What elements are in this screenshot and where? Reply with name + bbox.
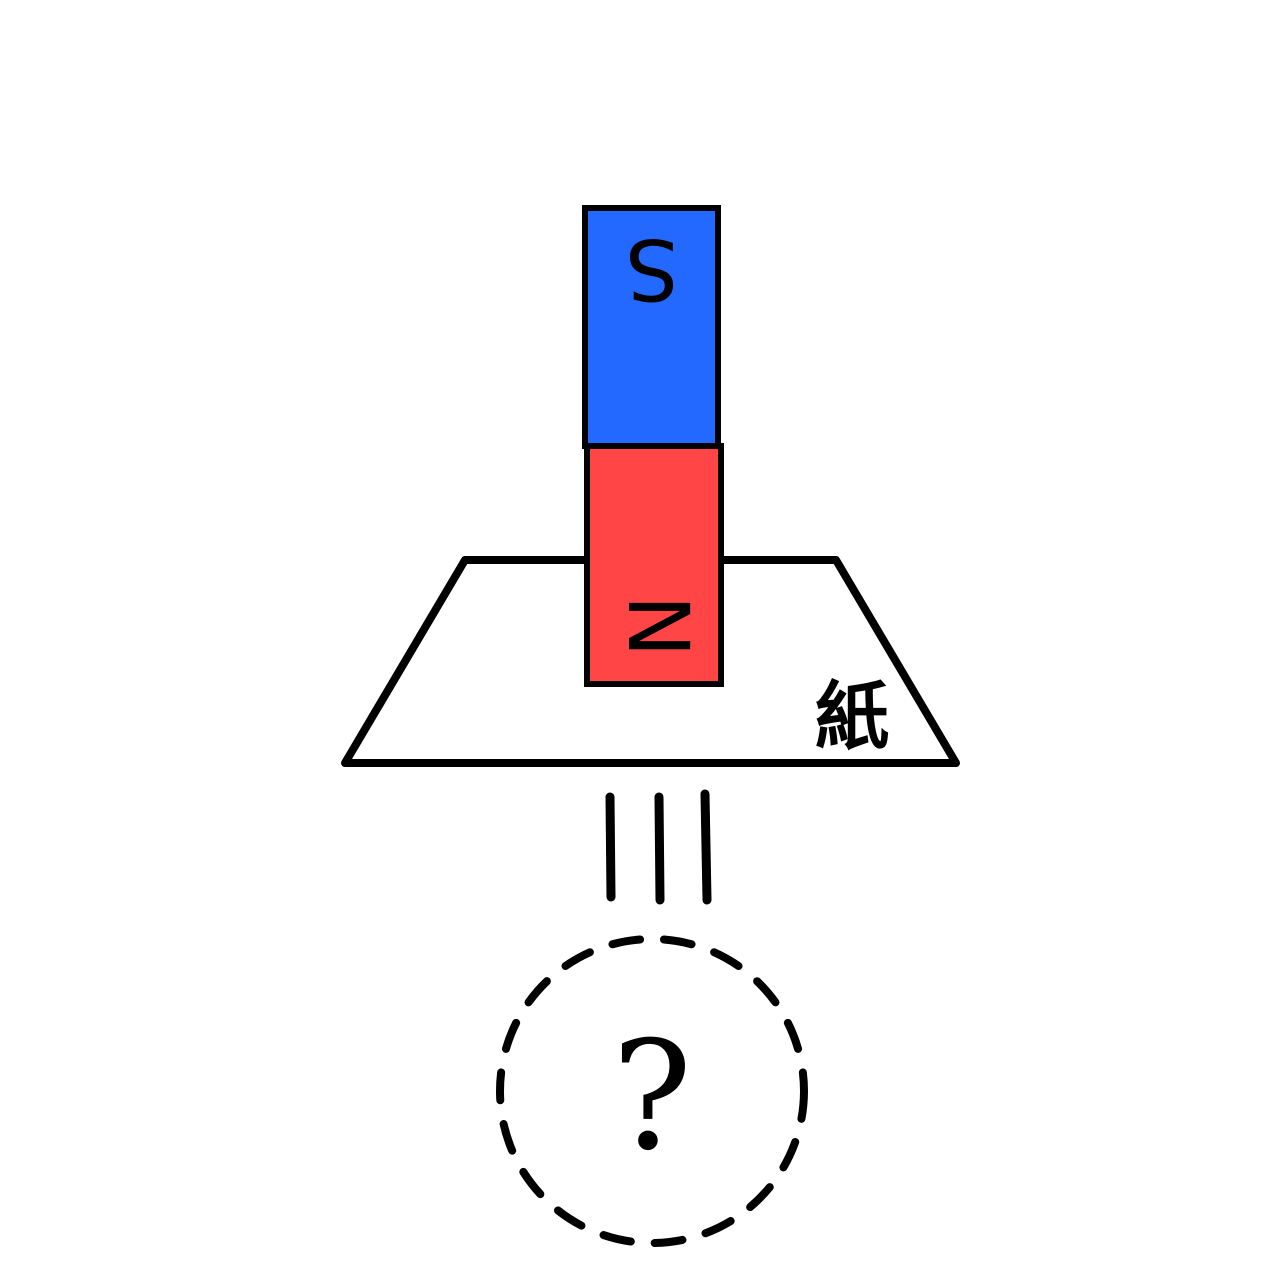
paper-label: 紙 bbox=[815, 674, 889, 760]
unknown-result-question-mark: ? bbox=[612, 1010, 692, 1184]
magnet-south-pole bbox=[582, 205, 721, 449]
magnet-north-pole bbox=[584, 443, 724, 687]
equals-triple-lines-icon bbox=[605, 789, 712, 905]
south-pole-label: S bbox=[625, 220, 678, 318]
north-pole-label: N bbox=[609, 595, 707, 658]
dashed-circle-icon bbox=[496, 935, 808, 1247]
